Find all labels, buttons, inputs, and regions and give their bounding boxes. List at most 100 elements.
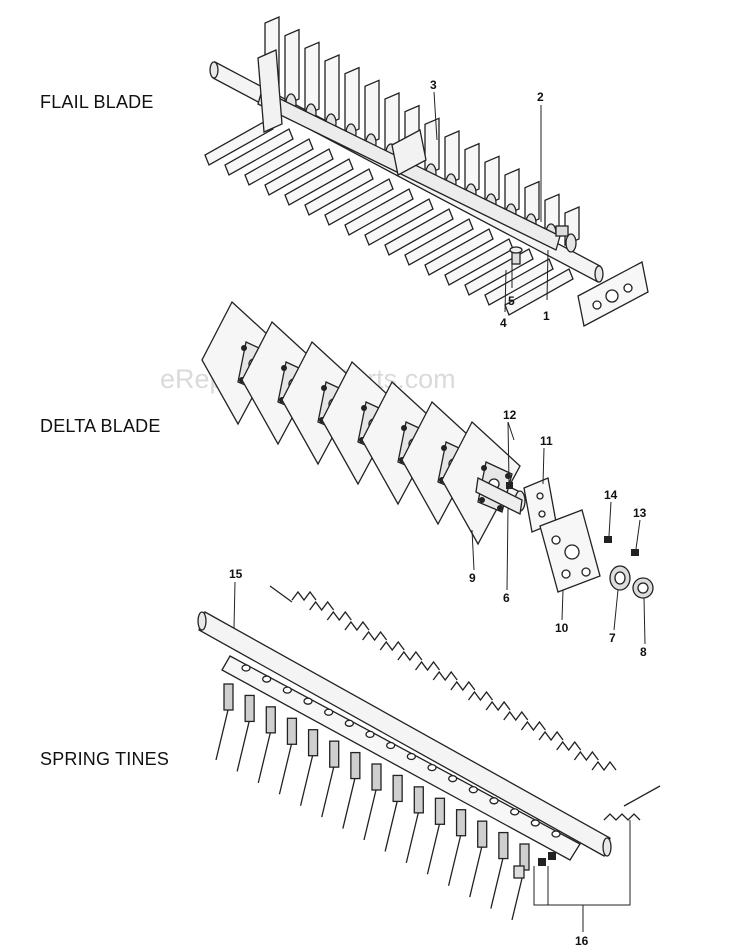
callout-5: 5 bbox=[508, 294, 515, 308]
section-label-flail-blade: FLAIL BLADE bbox=[40, 92, 154, 112]
mount-hole bbox=[406, 752, 416, 761]
tine-coil bbox=[371, 763, 382, 791]
delta-lock-collar bbox=[632, 577, 654, 599]
spring-coil bbox=[503, 710, 529, 722]
delta-blade bbox=[361, 380, 441, 506]
flail-blade bbox=[224, 128, 294, 176]
mount-hole bbox=[344, 719, 354, 727]
tine-coil bbox=[329, 740, 340, 768]
mount-hole bbox=[282, 686, 292, 694]
delta-bolt bbox=[441, 445, 447, 451]
mount-hole bbox=[324, 708, 334, 716]
mount-hole bbox=[551, 830, 561, 838]
mount-hole bbox=[489, 797, 499, 805]
tine-wire bbox=[426, 824, 441, 875]
flail-blade bbox=[404, 218, 474, 266]
flail-blade bbox=[344, 188, 414, 236]
tine-coil bbox=[286, 717, 298, 745]
spring-tine-back-row bbox=[269, 585, 617, 772]
flail-blade bbox=[304, 168, 374, 216]
delta-blade bbox=[321, 360, 401, 486]
callout-10: 10 bbox=[555, 621, 569, 635]
spring-coil bbox=[326, 610, 352, 622]
tine-wire bbox=[278, 744, 293, 795]
tine-coil bbox=[223, 683, 234, 711]
section-label-spring-tines: SPRING TINES bbox=[40, 749, 170, 769]
flail-blade bbox=[244, 138, 314, 186]
spring-coil bbox=[309, 600, 335, 612]
tine-wire bbox=[299, 755, 314, 806]
mount-hole bbox=[510, 808, 520, 816]
spring-tine-shaft bbox=[197, 611, 612, 857]
flail-center-plate bbox=[391, 129, 427, 176]
tine-coil bbox=[392, 774, 403, 803]
delta-bolt bbox=[241, 345, 247, 351]
tine-wire bbox=[236, 721, 250, 772]
spring-tine-washer bbox=[548, 852, 556, 860]
delta-blade bbox=[401, 400, 481, 526]
mount-hole bbox=[303, 697, 313, 705]
spring-coil bbox=[520, 720, 546, 732]
tine-coil bbox=[498, 831, 509, 860]
tine-wire bbox=[490, 858, 504, 909]
spring-tine-nut bbox=[538, 858, 546, 866]
delta-bearing bbox=[609, 565, 631, 591]
delta-blade bbox=[201, 300, 281, 426]
mount-hole bbox=[262, 675, 272, 683]
callout-13: 13 bbox=[633, 506, 647, 520]
callout-4: 4 bbox=[500, 316, 507, 330]
spring-coil bbox=[591, 760, 617, 772]
tine-coil bbox=[434, 797, 446, 825]
spring-coil bbox=[379, 640, 405, 652]
callout-11: 11 bbox=[540, 434, 553, 448]
delta-blade-assembly: 12 11 14 13 9 6 10 7 8 bbox=[201, 300, 654, 659]
flail-blade bbox=[364, 198, 434, 246]
spring-coil bbox=[538, 730, 564, 742]
tine-coil bbox=[307, 729, 319, 757]
flail-nut bbox=[555, 225, 569, 237]
delta-bolt bbox=[401, 425, 407, 431]
spring-coil bbox=[432, 670, 458, 682]
spring-tine-wire bbox=[269, 585, 293, 603]
callout-16: 16 bbox=[575, 934, 589, 948]
spring-coil bbox=[362, 630, 388, 642]
section-label-delta-blade: DELTA BLADE bbox=[40, 416, 161, 436]
spring-coil bbox=[344, 620, 370, 632]
tine-wire bbox=[384, 801, 398, 852]
delta-bolt bbox=[481, 465, 487, 471]
flail-blade bbox=[204, 118, 274, 166]
callout-3: 3 bbox=[430, 78, 437, 92]
spring-coil bbox=[573, 750, 599, 762]
spring-coil bbox=[450, 680, 476, 692]
flail-hub-sleeve bbox=[257, 89, 561, 251]
spring-coil bbox=[397, 650, 423, 662]
flail-blade bbox=[484, 258, 554, 306]
tine-wire bbox=[405, 812, 419, 864]
tine-wire bbox=[469, 846, 483, 898]
spring-coil bbox=[415, 660, 441, 672]
delta-bolt bbox=[479, 497, 485, 503]
callout-14: 14 bbox=[604, 488, 618, 502]
mount-hole bbox=[427, 763, 437, 772]
spring-coil bbox=[556, 740, 582, 752]
delta-blade bbox=[281, 340, 361, 466]
flail-blade bbox=[284, 158, 354, 206]
tine-wire bbox=[447, 835, 462, 886]
tine-coil bbox=[265, 706, 276, 734]
spring-tine-mount-bar bbox=[221, 655, 581, 861]
callout-15: 15 bbox=[229, 567, 243, 581]
delta-bolt bbox=[321, 385, 327, 391]
callout-12: 12 bbox=[503, 408, 517, 422]
delta-blades bbox=[201, 300, 521, 546]
delta-washer-14 bbox=[604, 536, 612, 543]
delta-bolt bbox=[361, 405, 367, 411]
spring-coil bbox=[485, 700, 511, 712]
tine-coil bbox=[477, 820, 488, 848]
flail-end-bracket bbox=[577, 261, 649, 327]
spring-coil bbox=[467, 690, 493, 702]
flail-spacer bbox=[565, 233, 577, 253]
flail-bolt-pin bbox=[509, 246, 523, 265]
mount-hole bbox=[530, 819, 540, 827]
delta-bolt-12 bbox=[506, 482, 513, 489]
